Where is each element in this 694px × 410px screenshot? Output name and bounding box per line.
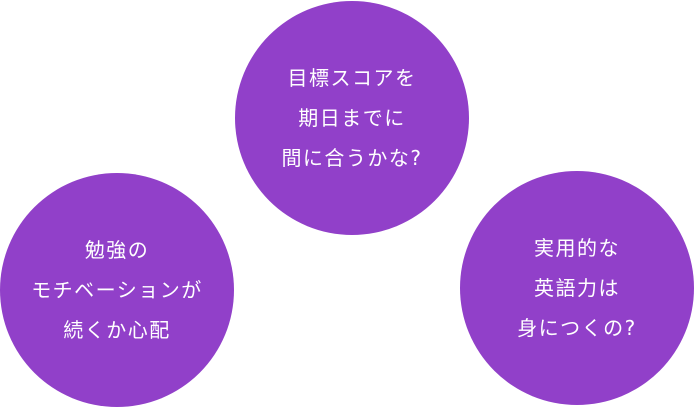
bubble-text-line: 勉強の	[84, 238, 150, 262]
bubble-text-line: 英語力は	[534, 276, 620, 300]
bubble-text-line: 身につくの?	[517, 316, 637, 340]
concern-bubble-target-score: 目標スコアを 期日までに 間に合うかな?	[235, 1, 469, 235]
bubble-text-line: 続くか心配	[63, 318, 171, 342]
bubble-text-line: 実用的な	[534, 236, 620, 260]
bubble-text-line: 期日までに	[298, 106, 406, 130]
bubble-text-line: 間に合うかな?	[281, 146, 423, 170]
bubble-text-line: モチベーションが	[31, 278, 203, 302]
concern-bubble-motivation: 勉強の モチベーションが 続くか心配	[0, 173, 234, 407]
bubble-text-line: 目標スコアを	[287, 66, 417, 90]
concern-bubble-practical-english: 実用的な 英語力は 身につくの?	[460, 171, 694, 405]
